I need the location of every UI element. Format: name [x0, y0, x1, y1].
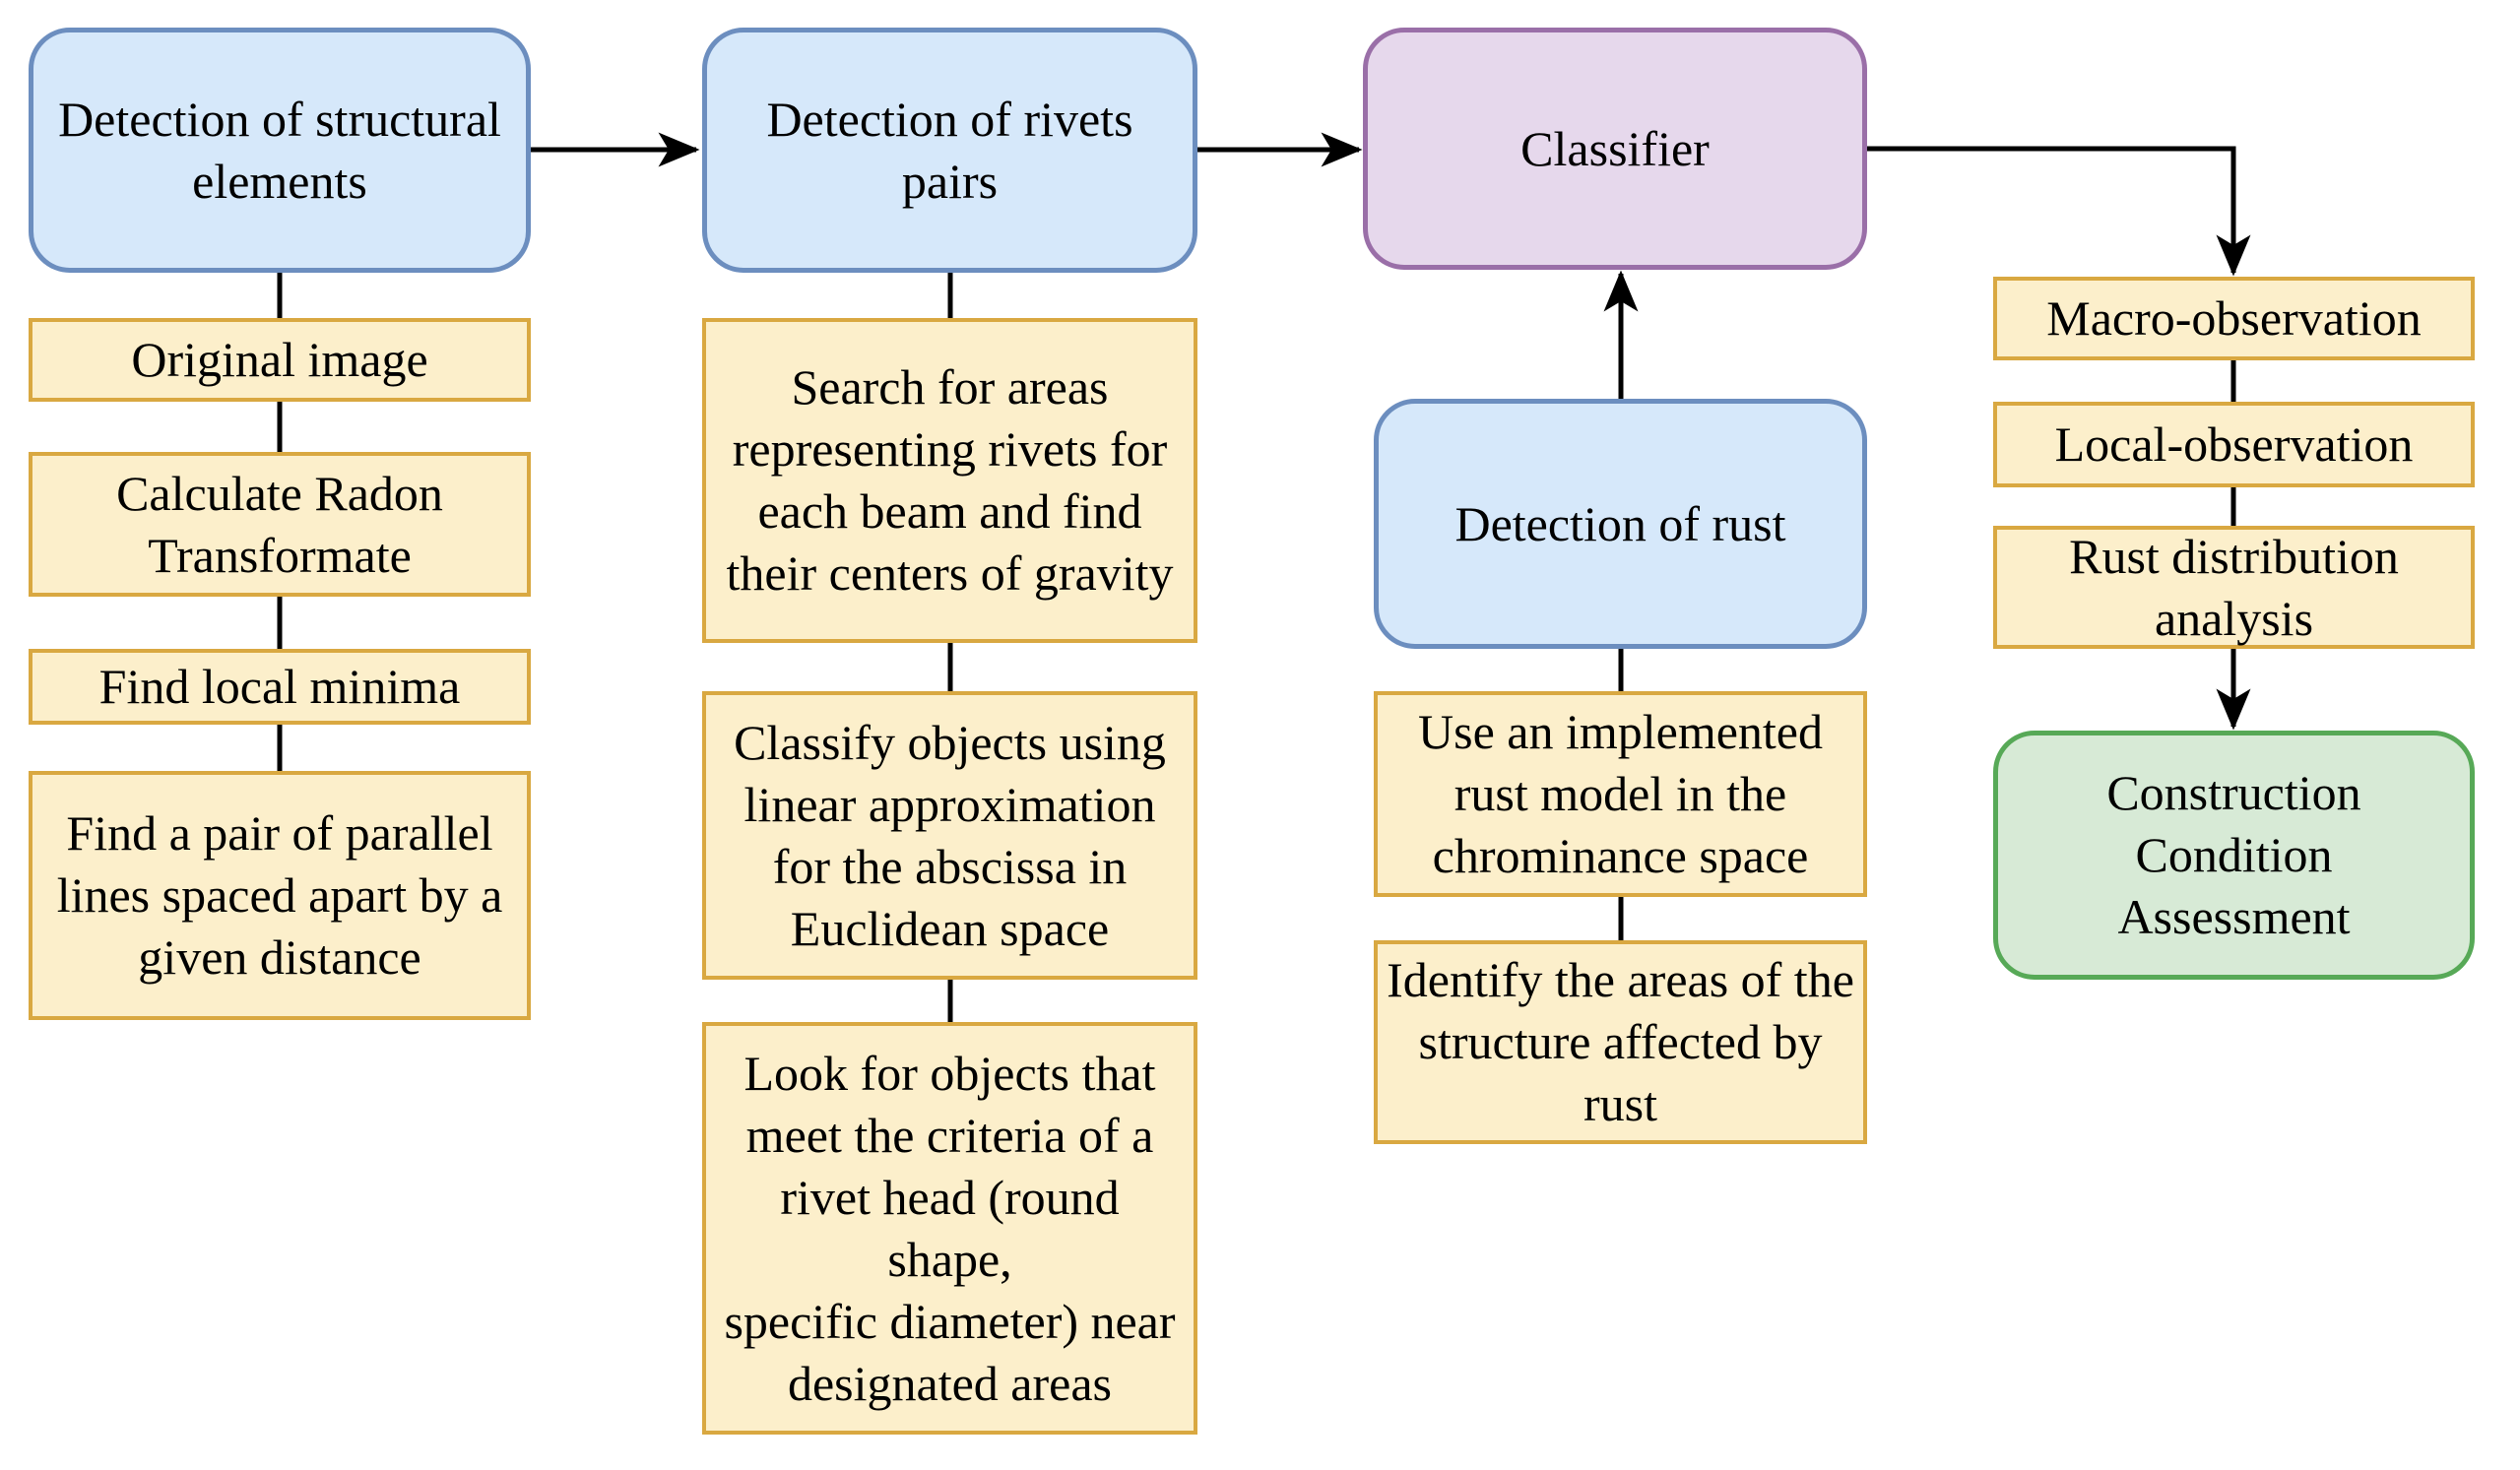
- node-look-for-objects: Look for objects that meet the criteria …: [702, 1022, 1197, 1435]
- node-rust-distribution-analysis: Rust distribution analysis: [1993, 526, 2475, 649]
- node-classifier: Classifier: [1363, 28, 1867, 270]
- node-local-observation: Local-observation: [1993, 402, 2475, 487]
- node-macro-observation: Macro-observation: [1993, 277, 2475, 360]
- node-label: Macro-observation: [2046, 290, 2422, 346]
- node-label: Find local minima: [98, 659, 461, 714]
- node-label: Calculate Radon Transformate: [116, 465, 443, 583]
- node-detection-rivets-pairs: Detection of rivets pairs: [702, 28, 1197, 273]
- edge-classifier-to-macro: [1867, 146, 2251, 277]
- node-label: Detection of structural elements: [58, 91, 501, 209]
- node-label: Rust distribution analysis: [2069, 528, 2399, 646]
- node-label: Identify the areas of the structure affe…: [1387, 952, 1854, 1131]
- node-search-areas-rivets: Search for areas representing rivets for…: [702, 318, 1197, 643]
- node-classify-objects: Classify objects using linear approximat…: [702, 691, 1197, 980]
- node-calculate-radon-transformate: Calculate Radon Transformate: [29, 452, 531, 597]
- node-label: Local-observation: [2054, 416, 2414, 472]
- node-label: Classifier: [1520, 120, 1710, 176]
- node-label: Detection of rust: [1454, 495, 1786, 551]
- node-label: Look for objects that meet the criteria …: [724, 1045, 1176, 1411]
- node-original-image: Original image: [29, 318, 531, 402]
- node-detection-structural-elements: Detection of structural elements: [29, 28, 531, 273]
- node-label: Classify objects using linear approximat…: [734, 714, 1166, 956]
- node-detection-of-rust: Detection of rust: [1374, 399, 1867, 649]
- node-label: Use an implemented rust model in the chr…: [1418, 704, 1823, 883]
- node-label: Search for areas representing rivets for…: [726, 359, 1174, 601]
- node-find-parallel-lines: Find a pair of parallel lines spaced apa…: [29, 771, 531, 1020]
- node-find-local-minima: Find local minima: [29, 649, 531, 725]
- node-label: Detection of rivets pairs: [766, 91, 1133, 209]
- node-label: Original image: [131, 332, 428, 387]
- node-rust-model-chrominance: Use an implemented rust model in the chr…: [1374, 691, 1867, 897]
- node-construction-condition-assessment: Construction Condition Assessment: [1993, 731, 2475, 980]
- node-identify-rust-areas: Identify the areas of the structure affe…: [1374, 940, 1867, 1144]
- node-label: Find a pair of parallel lines spaced apa…: [56, 805, 503, 985]
- node-label: Construction Condition Assessment: [2106, 765, 2361, 944]
